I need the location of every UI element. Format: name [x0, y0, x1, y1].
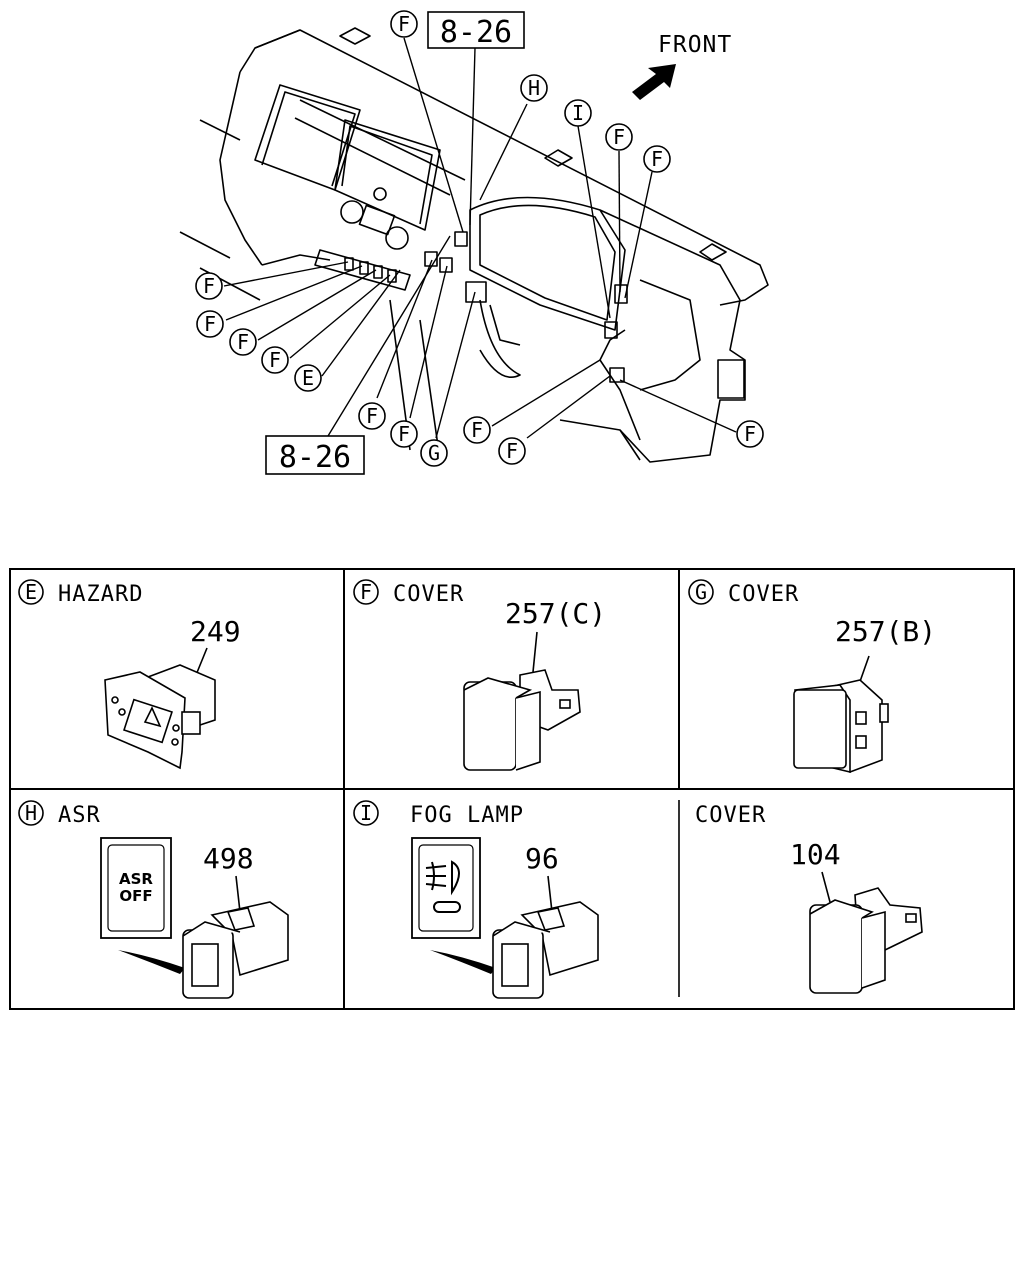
callout-f: F [366, 404, 378, 428]
front-arrow-icon [632, 64, 676, 100]
svg-text:ASR: ASR [58, 803, 101, 828]
hazard-switch-icon [104, 647, 216, 770]
callout-leader-lines [223, 37, 737, 439]
callout-f: F [203, 274, 215, 298]
callout-f: F [506, 439, 518, 463]
part-number: 498 [203, 842, 254, 875]
callout-i: I [572, 101, 584, 125]
svg-text:8-26: 8-26 [279, 440, 351, 475]
parts-table [9, 568, 1015, 1010]
callout-e: E [302, 366, 314, 390]
svg-text:G: G [695, 580, 707, 604]
cell-cover-104: COVER 104 [695, 803, 923, 994]
cell-asr: H ASR 498 ASR OFF [18, 800, 289, 999]
callout-f: F [471, 418, 483, 442]
callout-f: F [269, 348, 281, 372]
fog-lamp-switch-icon [492, 875, 599, 999]
asr-plate: ASR OFF [100, 837, 172, 939]
svg-text:8-26: 8-26 [440, 15, 512, 50]
arrow-icon [430, 950, 496, 974]
callout-h: H [528, 76, 540, 100]
part-number: 104 [790, 838, 841, 871]
svg-text:COVER: COVER [728, 582, 799, 607]
svg-text:ASR: ASR [119, 870, 153, 888]
callout-g: G [428, 441, 440, 465]
part-number: 96 [525, 842, 559, 875]
front-label: FRONT [658, 32, 732, 58]
svg-text:COVER: COVER [393, 582, 464, 607]
part-number: 257(B) [835, 615, 936, 648]
svg-text:OFF: OFF [119, 887, 152, 905]
callout-f: F [613, 125, 625, 149]
arrow-icon [118, 950, 185, 974]
cell-cover-b: G COVER 257(B) [688, 579, 936, 774]
svg-text:I: I [360, 801, 372, 825]
callout-circles [195, 10, 764, 467]
fog-lamp-icon [425, 860, 461, 913]
part-number: 249 [190, 615, 241, 648]
svg-text:HAZARD: HAZARD [58, 582, 143, 607]
dashboard-illustration [179, 27, 769, 463]
part-number: 257(C) [505, 597, 606, 630]
cover-b-icon [793, 655, 889, 774]
svg-text:FOG LAMP: FOG LAMP [410, 803, 524, 828]
reference-box-bottom: 8-26 [265, 435, 365, 475]
callout-f: F [651, 147, 663, 171]
svg-text:F: F [360, 580, 372, 604]
cell-hazard: E HAZARD 249 [18, 579, 241, 770]
asr-switch-icon [182, 875, 289, 999]
svg-text:E: E [25, 580, 37, 604]
callout-f: F [237, 330, 249, 354]
svg-text:COVER: COVER [695, 803, 766, 828]
cover-c-icon [463, 631, 581, 771]
callout-f: F [204, 312, 216, 336]
cover-104-icon [809, 871, 923, 994]
callout-f: F [398, 422, 410, 446]
cell-fog-lamp: I FOG LAMP 96 [353, 800, 599, 999]
cell-cover-c: F COVER 257(C) [353, 579, 606, 771]
callout-letters: F H I F F F F F F E F F G F F F [203, 12, 756, 465]
callout-f: F [744, 422, 756, 446]
svg-text:H: H [25, 801, 37, 825]
fog-lamp-plate [411, 837, 481, 939]
reference-box-top: 8-26 [427, 11, 525, 50]
callout-f: F [398, 12, 410, 36]
